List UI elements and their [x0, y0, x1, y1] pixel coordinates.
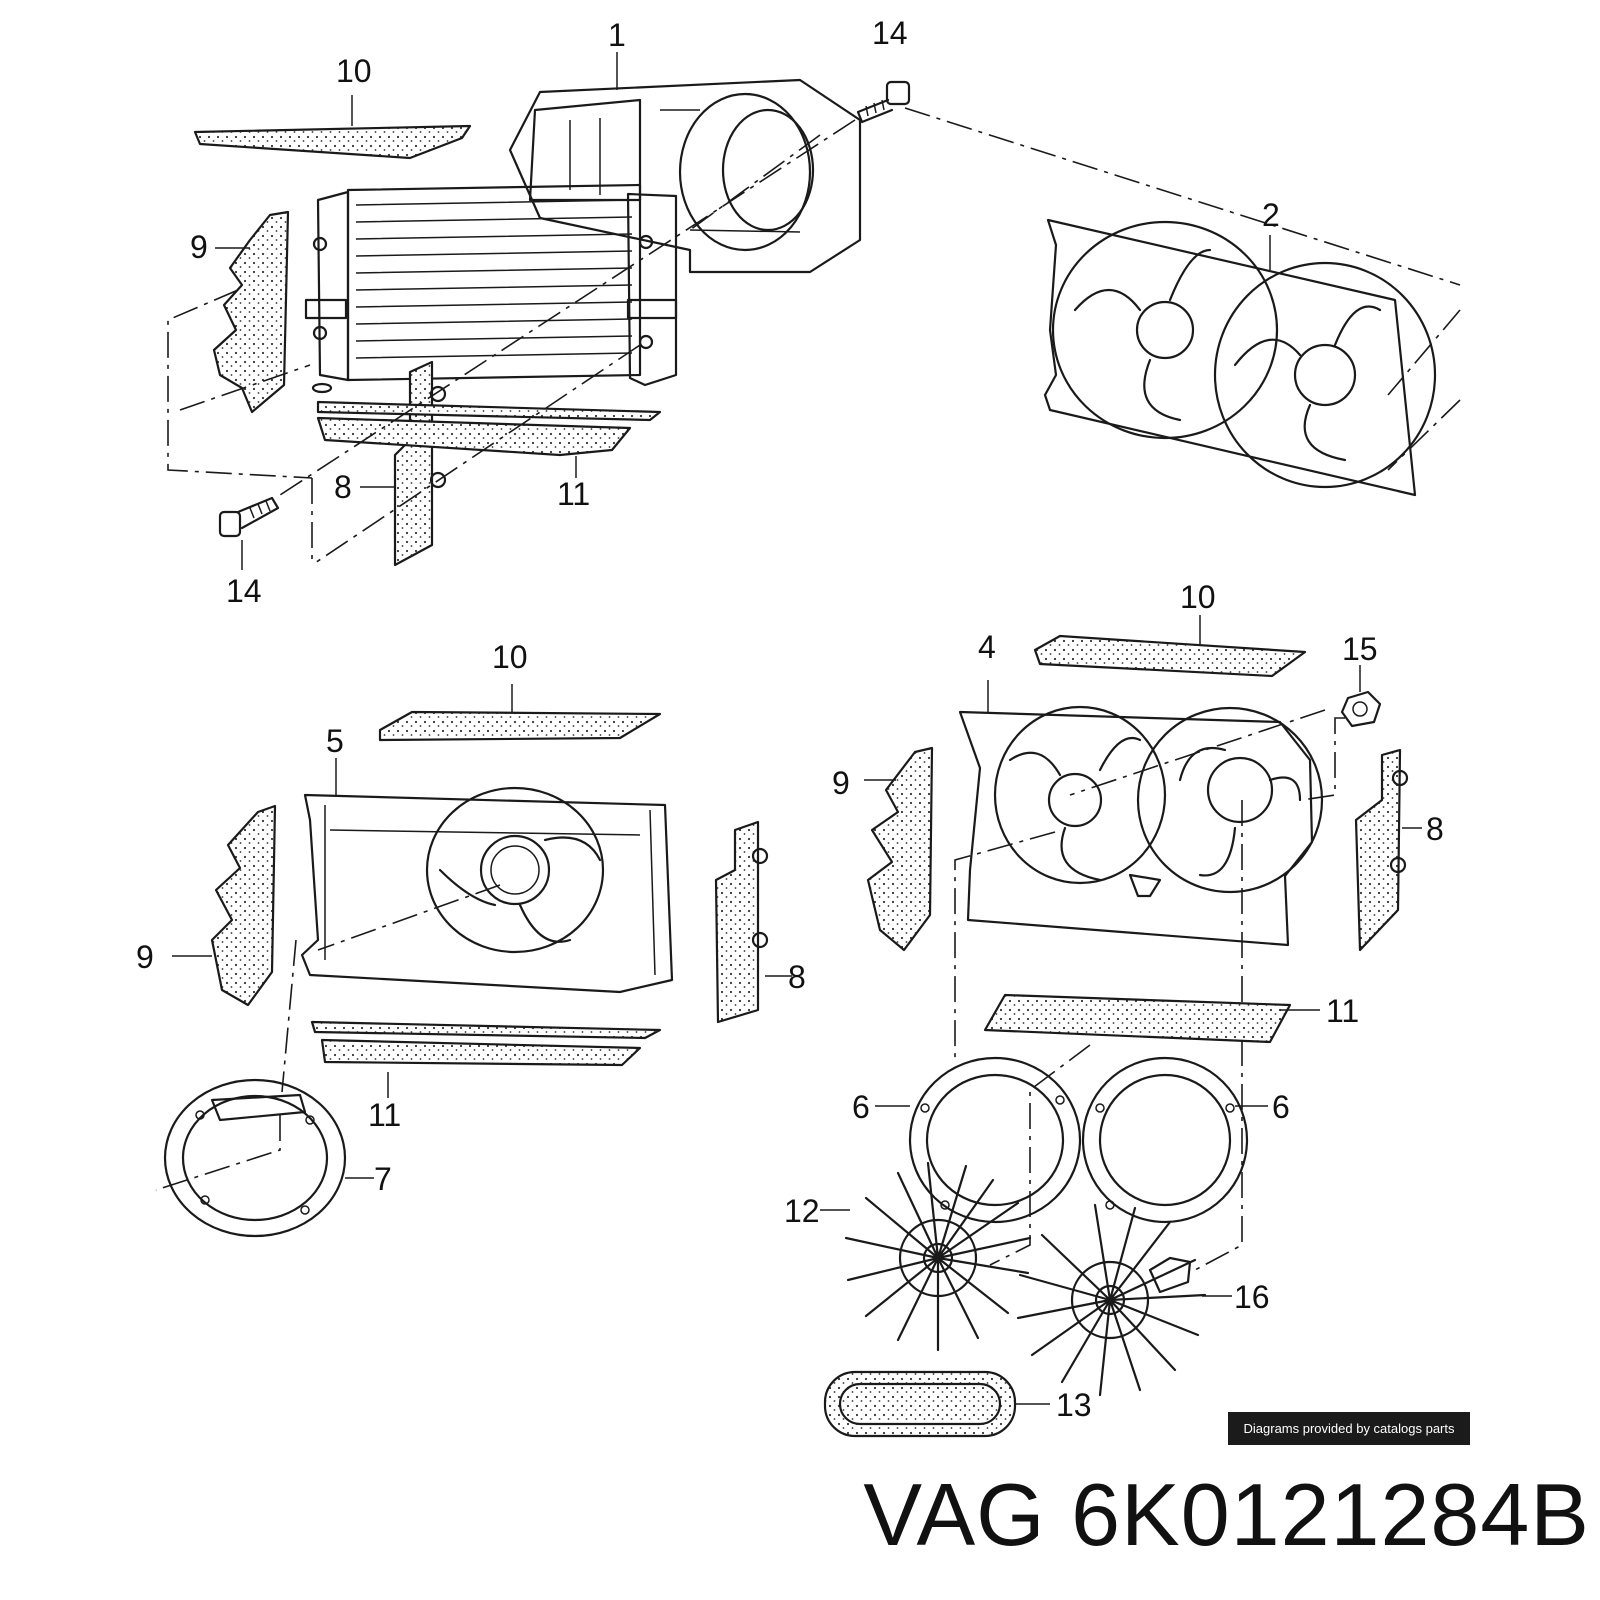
fan-housing-4 [958, 680, 1324, 947]
callout-15: 15 [1342, 631, 1378, 667]
callout-10-top: 10 [336, 53, 372, 89]
foam-strip-10-right [1033, 615, 1307, 678]
callout-10-right: 10 [1180, 579, 1216, 615]
callout-12: 12 [784, 1193, 820, 1229]
air-guide-1 [508, 52, 862, 274]
callout-8-top: 8 [334, 469, 352, 505]
callout-9-left: 9 [136, 939, 154, 975]
diagram-credit-badge: Diagrams provided by catalogs parts [1228, 1412, 1470, 1445]
foam-strip-11-left [310, 1020, 662, 1098]
fan-shroud-6-left [875, 1056, 1082, 1224]
radiator-core [304, 183, 678, 394]
seal-ring-13 [823, 1370, 1050, 1438]
fan-frame-2 [1043, 218, 1437, 497]
bolt-14-lower [218, 496, 280, 570]
callout-13: 13 [1056, 1387, 1092, 1423]
callout-10-left: 10 [492, 639, 528, 675]
foam-strip-11-top [316, 400, 662, 478]
callout-8-left: 8 [788, 959, 806, 995]
fan-blade-12 [820, 1161, 1032, 1352]
callout-11-left: 11 [368, 1097, 401, 1133]
foam-strip-11-right [983, 993, 1320, 1044]
callout-6-left: 6 [852, 1089, 870, 1125]
foam-side-9-top [212, 210, 290, 414]
callout-9-right: 9 [832, 765, 850, 801]
nut-15 [1340, 665, 1382, 728]
callout-5: 5 [326, 723, 344, 759]
callout-8-right: 8 [1426, 811, 1444, 847]
callout-11-right: 11 [1326, 993, 1359, 1029]
callout-4: 4 [978, 629, 996, 665]
bracket-8-left [714, 820, 792, 1024]
bolt-14-top [856, 80, 911, 124]
foam-side-9-right [864, 746, 934, 952]
bracket-8-right [1354, 748, 1422, 952]
top-assembly-lines [167, 107, 1461, 566]
right-assembly-lines [954, 709, 1345, 1271]
foam-strip-10-left [378, 684, 662, 742]
fan-ring-7 [163, 1078, 374, 1238]
callout-6-right: 6 [1272, 1089, 1290, 1125]
callout-9-top: 9 [190, 229, 208, 265]
callout-16: 16 [1234, 1279, 1270, 1315]
fan-shroud-6-right [1081, 1056, 1268, 1224]
callout-14-top: 14 [872, 15, 908, 51]
callout-11-top: 11 [557, 476, 590, 512]
bracket-8-top [360, 360, 447, 567]
foam-strip-10-top [193, 95, 472, 160]
left-assembly-lines [155, 884, 501, 1191]
callout-1: 1 [608, 17, 626, 53]
foam-side-9-left [172, 804, 277, 1007]
fan-blade-16 [1016, 1203, 1232, 1397]
callout-2: 2 [1262, 197, 1280, 233]
callout-14-lower: 14 [226, 573, 262, 609]
part-number-title: VAG 6K0121284B [863, 1465, 1590, 1564]
callout-7: 7 [374, 1161, 392, 1197]
fan-shroud-5 [300, 758, 674, 994]
